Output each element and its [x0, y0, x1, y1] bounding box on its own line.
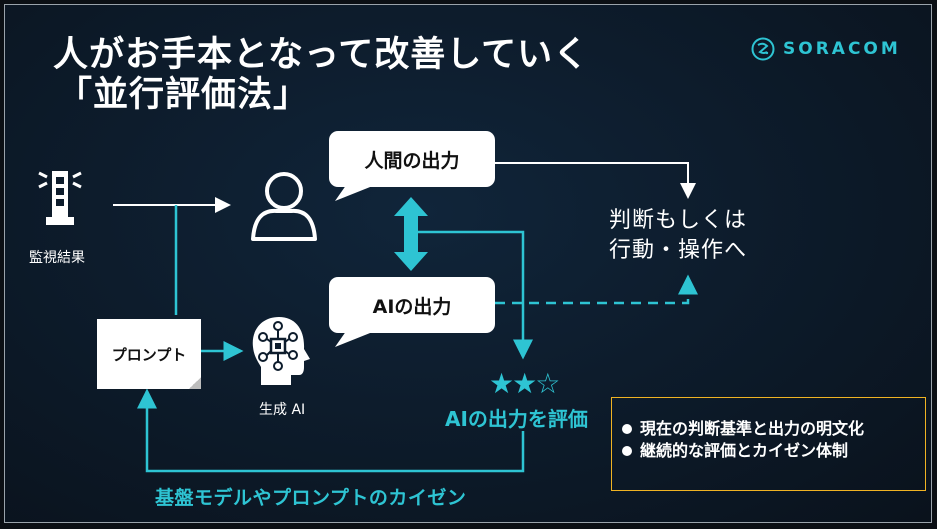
compare-double-arrow [394, 197, 428, 271]
person-icon [251, 172, 317, 241]
key-points-list: 現在の判断基準と出力の明文化 継続的な評価とカイゼン体制 [612, 398, 925, 462]
key-points-box: 現在の判断基準と出力の明文化 継続的な評価とカイゼン体制 [611, 397, 926, 491]
title-line-1: 人がお手本となって改善していく [53, 35, 590, 75]
arrow-compare-to-evaluation [418, 230, 533, 360]
result-line-1: 判断もしくは [609, 208, 748, 233]
ai-head-icon [252, 317, 310, 385]
page-title: 人がお手本となって改善していく 「並行評価法」 [53, 35, 589, 115]
evaluation-label: AIの出力を評価 [445, 407, 588, 431]
soracom-logo: SORACOM [751, 37, 901, 61]
arrow-human-output-to-result [495, 162, 696, 199]
prompt-note: プロンプト [97, 319, 201, 389]
gen-ai-label: 生成 AI [259, 402, 306, 418]
prompt-label: プロンプト [111, 345, 187, 364]
soracom-logo-icon [751, 37, 775, 61]
logo-text: SORACOM [783, 39, 901, 59]
arrow-ai-output-to-result-dashed [495, 274, 698, 305]
bullet-icon [622, 424, 632, 434]
title-line-2: 「並行評価法」 [57, 75, 310, 115]
key-point-text: 現在の判断基準と出力の明文化 [640, 419, 865, 438]
key-point-text: 継続的な評価とカイゼン体制 [640, 441, 849, 460]
lighthouse-icon [38, 171, 82, 225]
slide: 人がお手本となって改善していく 「並行評価法」 SORACOM 監視結果 人間の… [4, 4, 932, 523]
monitoring-label: 監視結果 [29, 250, 85, 266]
human-output-bubble: 人間の出力 [329, 131, 495, 201]
ai-output-bubble: AIの出力 [329, 277, 495, 347]
ai-output-label: AIの出力 [329, 277, 495, 333]
rating-stars: ★★☆ [489, 367, 560, 400]
key-point: 現在の判断基準と出力の明文化 [622, 418, 925, 440]
result-text: 判断もしくは 行動・操作へ [609, 206, 747, 266]
arrow-feedback-to-prompt [137, 388, 525, 473]
key-point: 継続的な評価とカイゼン体制 [622, 440, 925, 462]
bullet-icon [622, 446, 632, 456]
result-line-2: 行動・操作へ [609, 238, 748, 263]
human-output-label: 人間の出力 [329, 131, 495, 187]
page-fold-corner [189, 377, 201, 389]
kaizen-label: 基盤モデルやプロンプトのカイゼン [155, 487, 467, 509]
connector-lines [113, 162, 698, 473]
